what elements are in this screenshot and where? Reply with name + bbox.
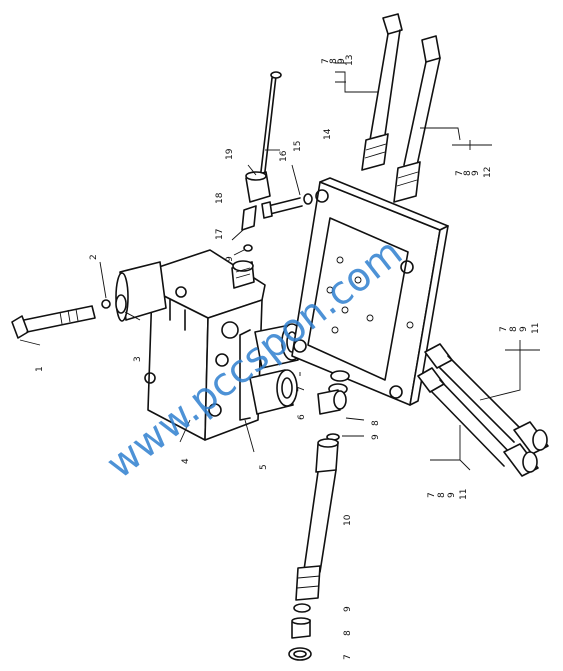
label-13: 13 (345, 55, 355, 66)
hose-part-11-lower (417, 367, 539, 477)
label-7-center: 7 (297, 386, 307, 392)
label-14: 14 (323, 128, 333, 140)
label-7-top-right: 7 (455, 170, 465, 176)
fittings-bottom (288, 603, 312, 661)
label-7-top-left: 7 (321, 58, 331, 64)
label-6: 6 (297, 414, 307, 420)
plate-part-14 (291, 177, 449, 406)
label-7-bottom: 7 (343, 654, 353, 660)
label-9-top-left: 9 (337, 58, 347, 64)
label-9-bottom: 9 (343, 606, 353, 612)
label-9-center: 9 (371, 434, 381, 440)
label-9-lower-right: 9 (447, 492, 457, 498)
label-8-right: 8 (509, 326, 519, 332)
label-8-top-left: 8 (329, 58, 339, 64)
label-10: 10 (343, 514, 353, 526)
label-17: 17 (215, 229, 225, 240)
part-labels: 1 2 3 4 5 6 7 8 9 9 7 8 9 13 7 8 9 12 7 … (35, 55, 541, 660)
label-18: 18 (215, 192, 225, 204)
label-16: 16 (279, 150, 289, 162)
label-2: 2 (89, 254, 99, 260)
label-7-lower-right: 7 (427, 492, 437, 498)
label-8-bottom: 8 (343, 630, 353, 636)
hose-part-13 (361, 13, 403, 171)
label-11-lower-right: 11 (459, 489, 469, 500)
label-8-top-right: 8 (463, 170, 473, 176)
washer-part-2 (101, 299, 111, 309)
label-4: 4 (181, 458, 191, 464)
label-19: 19 (225, 148, 235, 160)
hose-part-10 (295, 438, 339, 601)
leader-lines (19, 62, 540, 471)
label-3: 3 (133, 356, 143, 362)
label-8-lower-right: 8 (437, 492, 447, 498)
label-5: 5 (259, 464, 269, 470)
fittings-center (317, 370, 350, 441)
hose-part-12 (393, 35, 441, 203)
label-7-right: 7 (499, 326, 509, 332)
bolt-part-1 (11, 305, 96, 339)
label-11-right: 11 (531, 323, 541, 334)
oring-part-3 (115, 294, 127, 314)
label-8-center: 8 (371, 420, 381, 426)
hose-part-11-upper (424, 343, 549, 455)
valve-body (115, 249, 266, 441)
label-9-right: 9 (519, 326, 529, 332)
label-15: 15 (293, 141, 303, 152)
label-9-upper: 9 (225, 256, 235, 262)
label-9-top-right: 9 (471, 170, 481, 176)
label-12: 12 (483, 167, 493, 178)
label-1: 1 (35, 366, 45, 372)
rod-assembly (241, 71, 313, 252)
